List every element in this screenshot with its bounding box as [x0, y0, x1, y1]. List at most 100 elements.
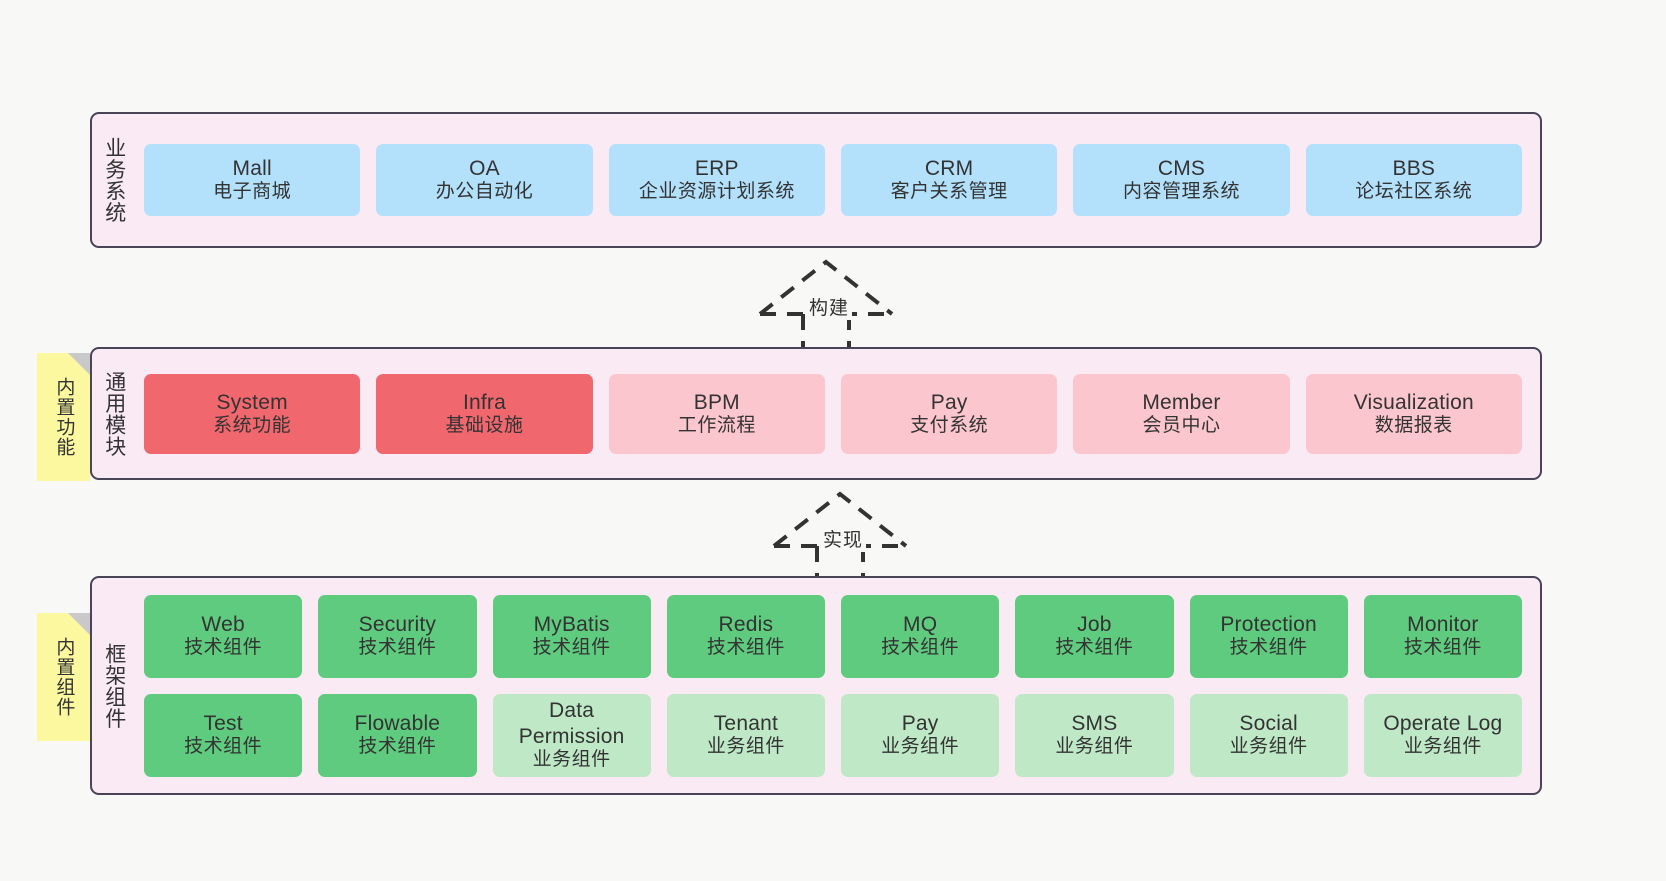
framework-card-monitor[interactable]: Monitor 技术组件 — [1363, 594, 1522, 678]
business-card-erp[interactable]: ERP 企业资源计划系统 — [608, 144, 825, 216]
framework-components-layer-body: Web 技术组件 Security 技术组件 MyBatis 技术组件 Redi… — [136, 578, 1540, 793]
card-subtitle: 支付系统 — [910, 414, 989, 436]
common-modules-layer: 通用模块 System 系统功能 Infra 基础设施 BPM 工作流程 Pay… — [90, 347, 1542, 480]
framework-components-layer: 框架组件 Web 技术组件 Security 技术组件 MyBatis 技术组件… — [90, 576, 1542, 795]
card-title: Pay — [901, 712, 939, 735]
card-subtitle: 系统功能 — [213, 414, 292, 436]
card-subtitle: 论坛社区系统 — [1355, 181, 1473, 203]
card-title: Web — [201, 613, 245, 636]
card-title: Operate Log — [1383, 712, 1503, 735]
card-title: Infra — [462, 390, 506, 414]
module-card-bpm[interactable]: BPM 工作流程 — [608, 373, 825, 454]
card-title: OA — [469, 157, 500, 180]
framework-components-layer-title: 框架组件 — [102, 642, 126, 729]
sticky-note-builtin-functions: 内置功能 — [37, 353, 90, 481]
framework-card-flowable[interactable]: Flowable 技术组件 — [318, 693, 477, 777]
card-subtitle: 技术组件 — [184, 736, 263, 758]
card-subtitle: 技术组件 — [532, 637, 611, 659]
business-system-layer-body: Mall 电子商城 OA 办公自动化 ERP 企业资源计划系统 CRM 客户关系… — [136, 114, 1540, 246]
framework-business-row: Test 技术组件 Flowable 技术组件 Data Permission … — [144, 693, 1522, 777]
card-title: Pay — [930, 390, 968, 414]
card-subtitle: 办公自动化 — [435, 181, 534, 203]
framework-card-data-permission[interactable]: Data Permission 业务组件 — [492, 693, 651, 777]
business-card-mall[interactable]: Mall 电子商城 — [144, 144, 361, 216]
card-subtitle: 数据报表 — [1374, 414, 1453, 436]
card-title: BPM — [693, 390, 740, 414]
framework-card-web[interactable]: Web 技术组件 — [144, 594, 303, 678]
card-title: Redis — [718, 613, 774, 636]
card-title: Tenant — [713, 712, 778, 735]
card-title: Security — [358, 613, 437, 636]
card-subtitle: 技术组件 — [1403, 637, 1482, 659]
framework-card-mybatis[interactable]: MyBatis 技术组件 — [492, 594, 651, 678]
card-subtitle: 客户关系管理 — [890, 181, 1008, 203]
framework-tech-row: Web 技术组件 Security 技术组件 MyBatis 技术组件 Redi… — [144, 594, 1522, 678]
framework-card-operate-log[interactable]: Operate Log 业务组件 — [1363, 693, 1522, 777]
card-title: BBS — [1392, 157, 1436, 180]
build-arrow: 构建 — [748, 256, 938, 351]
card-title: Social — [1239, 712, 1298, 735]
common-modules-row: System 系统功能 Infra 基础设施 BPM 工作流程 Pay 支付系统… — [144, 373, 1522, 454]
implement-arrow-label: 实现 — [820, 525, 867, 552]
framework-card-pay[interactable]: Pay 业务组件 — [841, 693, 1000, 777]
framework-card-tenant[interactable]: Tenant 业务组件 — [666, 693, 825, 777]
module-card-pay[interactable]: Pay 支付系统 — [840, 373, 1058, 454]
card-title: MyBatis — [533, 613, 610, 636]
module-card-member[interactable]: Member 会员中心 — [1073, 373, 1290, 454]
card-title: Protection — [1220, 613, 1317, 636]
business-card-crm[interactable]: CRM 客户关系管理 — [840, 144, 1058, 216]
framework-card-protection[interactable]: Protection 技术组件 — [1189, 594, 1348, 678]
card-title: Data Permission — [518, 699, 625, 748]
card-subtitle: 业务组件 — [706, 736, 785, 758]
card-subtitle: 技术组件 — [1055, 637, 1134, 659]
card-title: Monitor — [1407, 613, 1479, 636]
card-subtitle: 内容管理系统 — [1122, 181, 1240, 203]
module-card-visualization[interactable]: Visualization 数据报表 — [1305, 373, 1522, 454]
module-card-system[interactable]: System 系统功能 — [144, 373, 361, 454]
card-title: ERP — [694, 157, 739, 180]
card-title: MQ — [903, 613, 938, 636]
framework-card-security[interactable]: Security 技术组件 — [318, 594, 477, 678]
build-arrow-label: 构建 — [806, 293, 853, 320]
sticky-note-builtin-components: 内置组件 — [37, 613, 90, 741]
card-subtitle: 业务组件 — [1403, 736, 1482, 758]
business-card-bbs[interactable]: BBS 论坛社区系统 — [1305, 144, 1522, 216]
framework-card-mq[interactable]: MQ 技术组件 — [841, 594, 1000, 678]
common-modules-layer-title: 通用模块 — [102, 370, 126, 457]
implement-arrow: 实现 — [762, 488, 952, 583]
card-subtitle: 技术组件 — [706, 637, 785, 659]
card-title: SMS — [1071, 712, 1118, 735]
card-subtitle: 技术组件 — [881, 637, 960, 659]
framework-card-job[interactable]: Job 技术组件 — [1015, 594, 1174, 678]
card-title: CRM — [924, 157, 974, 180]
card-title: Mall — [232, 157, 272, 180]
card-title: CMS — [1157, 157, 1206, 180]
business-system-row: Mall 电子商城 OA 办公自动化 ERP 企业资源计划系统 CRM 客户关系… — [144, 144, 1522, 216]
card-subtitle: 业务组件 — [1055, 736, 1134, 758]
card-subtitle: 技术组件 — [358, 736, 437, 758]
card-title: System — [216, 390, 288, 414]
card-title: Test — [203, 712, 243, 735]
card-subtitle: 业务组件 — [881, 736, 960, 758]
framework-card-social[interactable]: Social 业务组件 — [1189, 693, 1348, 777]
card-subtitle: 企业资源计划系统 — [638, 181, 795, 203]
card-subtitle: 技术组件 — [184, 637, 263, 659]
business-card-cms[interactable]: CMS 内容管理系统 — [1073, 144, 1290, 216]
card-subtitle: 工作流程 — [677, 414, 756, 436]
business-system-layer: 业务系统 Mall 电子商城 OA 办公自动化 ERP 企业资源计划系统 CRM… — [90, 112, 1542, 248]
framework-card-redis[interactable]: Redis 技术组件 — [666, 594, 825, 678]
business-card-oa[interactable]: OA 办公自动化 — [376, 144, 593, 216]
common-modules-layer-body: System 系统功能 Infra 基础设施 BPM 工作流程 Pay 支付系统… — [136, 349, 1540, 478]
module-card-infra[interactable]: Infra 基础设施 — [376, 373, 593, 454]
card-subtitle: 业务组件 — [1229, 736, 1308, 758]
framework-card-sms[interactable]: SMS 业务组件 — [1015, 693, 1174, 777]
framework-card-test[interactable]: Test 技术组件 — [144, 693, 303, 777]
card-title: Member — [1142, 390, 1221, 414]
card-subtitle: 技术组件 — [358, 637, 437, 659]
card-subtitle: 电子商城 — [213, 181, 292, 203]
card-subtitle: 基础设施 — [445, 414, 524, 436]
card-title: Visualization — [1353, 390, 1474, 414]
business-system-layer-title: 业务系统 — [102, 137, 126, 223]
card-subtitle: 会员中心 — [1142, 414, 1221, 436]
card-title: Flowable — [354, 712, 441, 735]
